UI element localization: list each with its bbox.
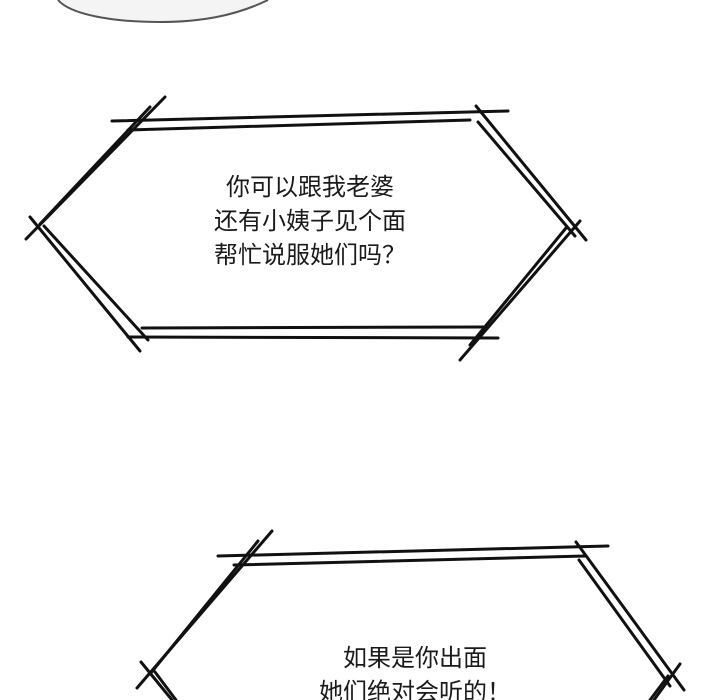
speech-bubble-2-frame [135,529,686,700]
top-cloud-fragment [57,0,269,24]
speech-bubble-2-text: 如果是你出面 她们绝对会听的！ [260,641,570,700]
speech-bubble-1-frame [24,95,588,362]
bubble-1-line-1: 你可以跟我老婆 [226,173,394,201]
bubble-1-line-3: 帮忙说服她们吗？ [214,241,406,269]
bubble-1-line-2: 还有小姨子见个面 [214,207,406,235]
bubble-2-line-1: 如果是你出面 [343,644,487,672]
speech-bubble-1-text: 你可以跟我老婆 还有小姨子见个面 帮忙说服她们吗？ [180,170,440,272]
bubble-2-line-2: 她们绝对会听的！ [319,678,511,700]
